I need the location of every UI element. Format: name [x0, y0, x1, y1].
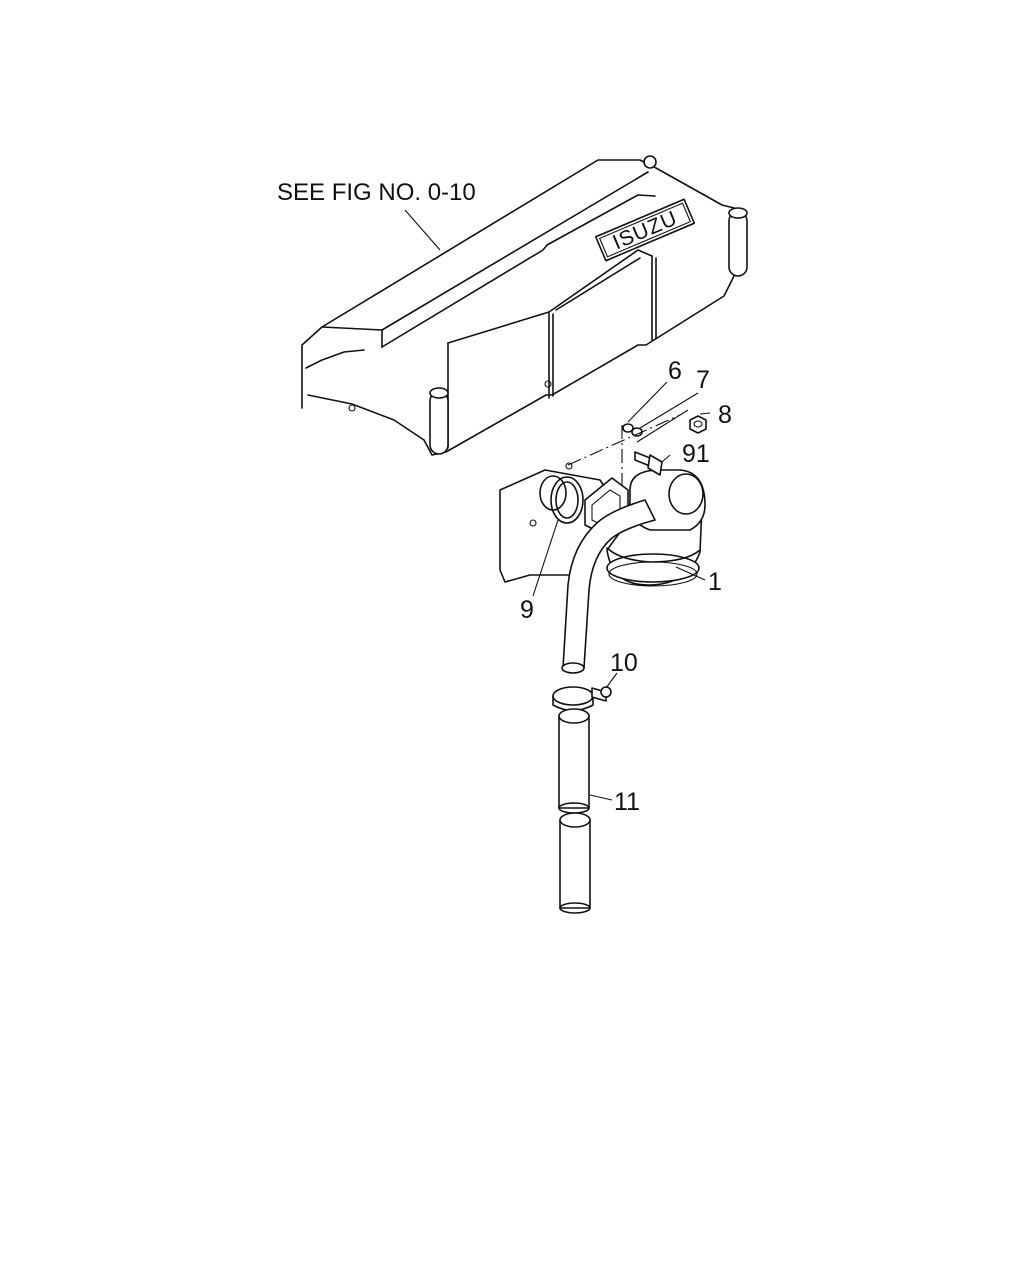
- hose-clamp: [552, 686, 612, 712]
- callout-91: 91: [682, 440, 710, 468]
- breather-body: [584, 469, 706, 587]
- o-ring: [550, 476, 584, 524]
- callout-1: 1: [708, 568, 722, 596]
- callout-7: 7: [696, 366, 710, 394]
- callout-11: 11: [614, 788, 640, 816]
- washer-6: [622, 423, 634, 433]
- callout-6: 6: [668, 357, 682, 385]
- callout-10: 10: [610, 649, 638, 677]
- hose: [558, 708, 591, 914]
- breather-pipe: [561, 499, 656, 674]
- cover-brand-label: ISUZU: [609, 207, 681, 255]
- washer-7: [631, 427, 643, 437]
- callout-9: 9: [520, 596, 534, 624]
- callout-8: 8: [718, 401, 732, 429]
- bolt-91: [634, 451, 663, 476]
- nut-8: [689, 415, 707, 434]
- reference-label: SEE FIG NO. 0-10: [277, 179, 476, 206]
